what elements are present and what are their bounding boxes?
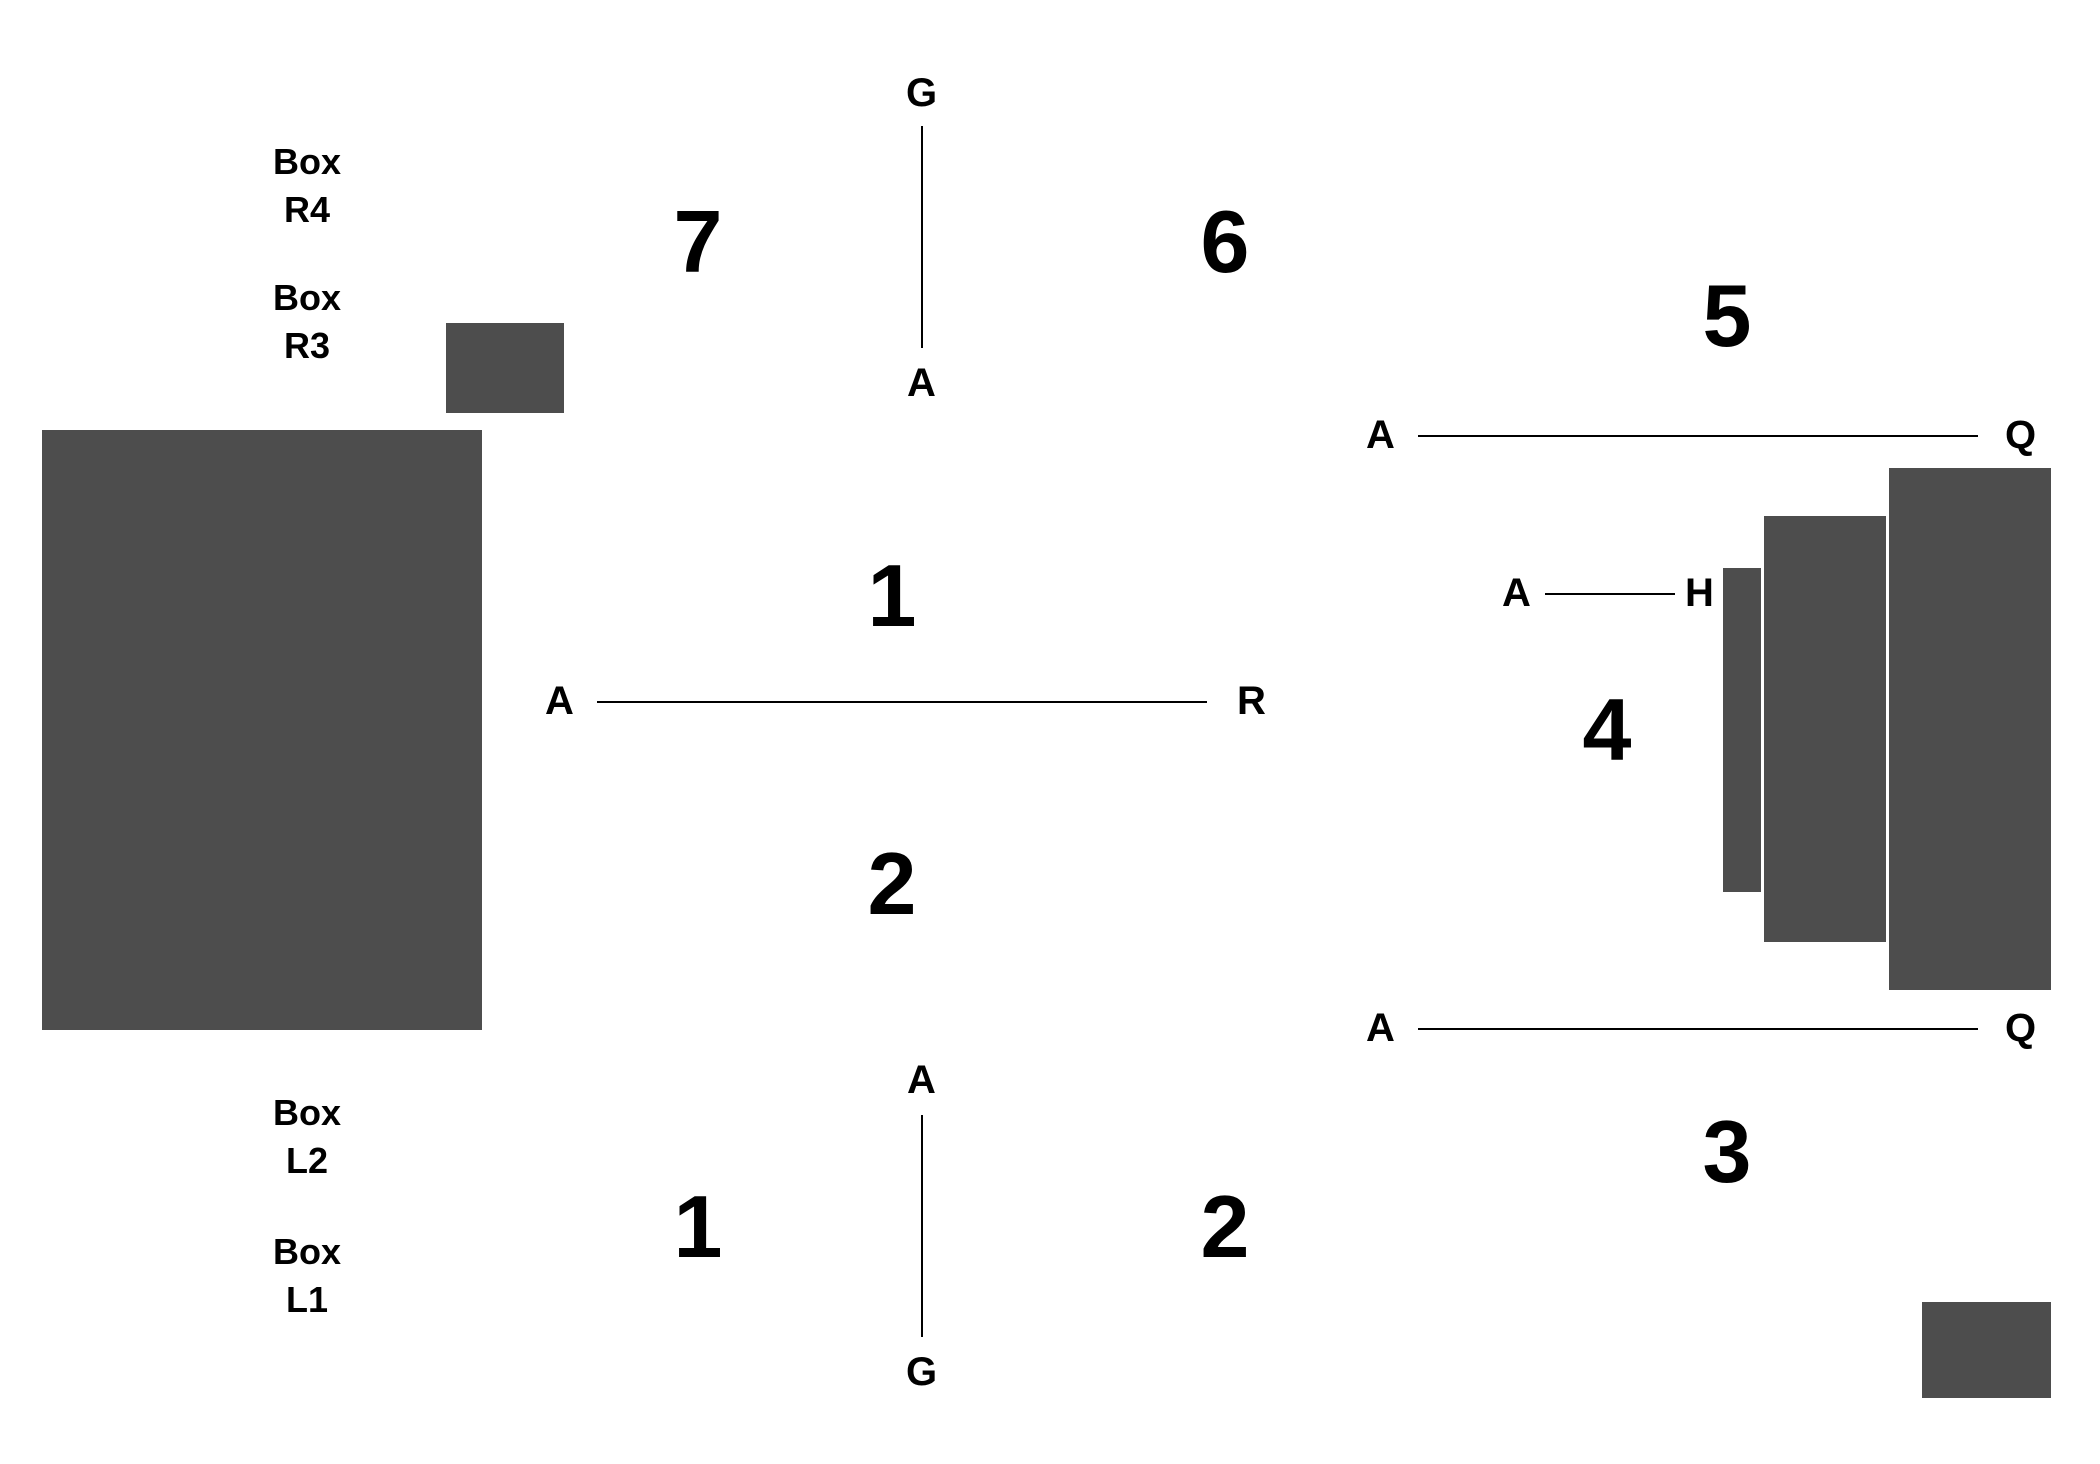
section-2-bottom-label[interactable]: 2 <box>1200 1177 1250 1276</box>
top-aisle-row-start: G <box>906 71 938 115</box>
bottom-aisle-line <box>921 1115 923 1337</box>
box-r4-label[interactable]: Box R4 <box>272 141 341 230</box>
section-2-center-label[interactable]: 2 <box>867 834 917 933</box>
center-row-end: R <box>1237 679 1266 723</box>
mid-right-row-end: H <box>1685 571 1714 615</box>
upper-right-row-end: Q <box>2005 413 2037 457</box>
section-3-label[interactable]: 3 <box>1702 1102 1752 1201</box>
section-6-label[interactable]: 6 <box>1200 192 1250 291</box>
section-1-center-label[interactable]: 1 <box>867 546 917 645</box>
bottom-aisle-row-end: G <box>906 1350 938 1394</box>
section-1-bottom-label[interactable]: 1 <box>673 1177 723 1276</box>
rear-tier-2[interactable] <box>1764 516 1886 942</box>
center-row-line <box>597 701 1207 703</box>
box-r3-block[interactable] <box>446 323 564 413</box>
top-aisle-line <box>921 126 923 348</box>
control-booth-block[interactable] <box>1922 1302 2051 1398</box>
center-row-start: A <box>545 679 574 723</box>
rear-tier-3[interactable] <box>1889 468 2051 990</box>
stage-label: Stage <box>20 0 167 182</box>
mid-right-row-start: A <box>1502 571 1531 615</box>
section-4-label[interactable]: 4 <box>1582 680 1632 779</box>
stage-block[interactable] <box>42 430 482 1030</box>
lower-right-row-end: Q <box>2005 1006 2037 1050</box>
bottom-aisle-row-start: A <box>907 1058 936 1102</box>
box-l2-label[interactable]: Box L2 <box>272 1092 341 1181</box>
section-7-label[interactable]: 7 <box>673 192 723 291</box>
mid-right-row-line <box>1545 593 1675 595</box>
top-aisle-row-end: A <box>907 361 936 405</box>
upper-right-row-line <box>1418 435 1978 437</box>
upper-right-row-start: A <box>1366 413 1395 457</box>
rear-tier-1[interactable] <box>1723 568 1761 892</box>
lower-right-row-start: A <box>1366 1006 1395 1050</box>
section-5-label[interactable]: 5 <box>1702 266 1752 365</box>
lower-right-row-line <box>1418 1028 1978 1030</box>
box-l1-label[interactable]: Box L1 <box>272 1231 341 1320</box>
box-r3-label[interactable]: Box R3 <box>272 277 341 366</box>
